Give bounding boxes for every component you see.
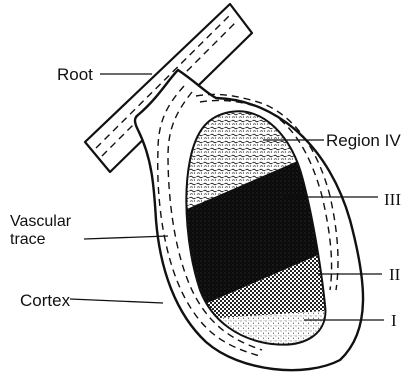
vascular-trace-label-line1: Vascular (10, 213, 71, 231)
region-i-label: I (391, 312, 397, 329)
cortex-leader (70, 299, 163, 303)
vascular-trace-label: Vascular trace (10, 213, 71, 250)
region-ii-label: II (389, 266, 400, 283)
cortex-label: Cortex (20, 292, 70, 309)
region-iii-label: III (384, 191, 401, 208)
region-iv-label: Region IV (326, 132, 401, 149)
root-label: Root (57, 66, 93, 83)
vascular-trace-label-line2: trace (10, 231, 71, 249)
vascular-trace-leader (84, 236, 168, 239)
